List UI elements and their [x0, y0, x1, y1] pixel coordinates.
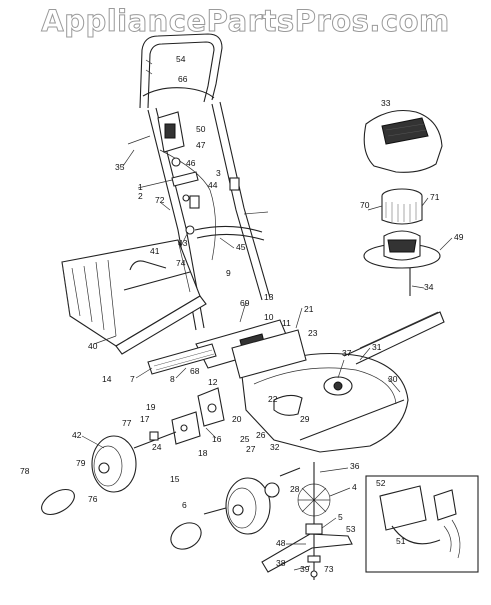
inset-detail [365, 475, 479, 573]
callout-21: 21 [304, 304, 314, 314]
callout-39: 39 [300, 564, 310, 574]
callout-77: 77 [122, 418, 132, 428]
callout-16: 16 [212, 434, 222, 444]
callout-41: 41 [150, 246, 160, 256]
callout-53: 53 [346, 524, 356, 534]
callout-5: 5 [338, 512, 343, 522]
callout-38: 38 [276, 558, 286, 568]
wheel-front-left [225, 477, 271, 535]
callout-13: 13 [264, 292, 274, 302]
left-axle-bracket [171, 387, 225, 445]
callout-23: 23 [308, 328, 318, 338]
callout-1: 1 [138, 182, 143, 192]
callout-32: 32 [270, 442, 280, 452]
leader-lines [81, 149, 453, 571]
mower-deck [241, 311, 445, 453]
callout-48: 48 [276, 538, 286, 548]
callout-15: 15 [170, 474, 180, 484]
callout-26: 26 [256, 430, 266, 440]
watermark-logo: AppliancePartsPros.com [41, 4, 450, 39]
callout-11: 11 [282, 318, 291, 328]
callout-22: 22 [268, 394, 278, 404]
callout-20: 20 [232, 414, 242, 424]
callout-47: 47 [196, 140, 206, 150]
callout-24: 24 [152, 442, 162, 452]
callout-19: 19 [146, 402, 156, 412]
callout-28: 28 [290, 484, 300, 494]
callout-35: 35 [115, 162, 125, 172]
wheel-hub-cap-front [170, 522, 202, 550]
callout-40: 40 [88, 341, 98, 351]
callout-78: 78 [20, 466, 30, 476]
wheel-rear-left [91, 435, 137, 493]
callout-73: 73 [324, 564, 334, 574]
callout-6: 6 [182, 500, 187, 510]
rear-flap [147, 319, 307, 379]
callout-51: 51 [396, 536, 406, 546]
callout-12: 12 [208, 377, 218, 387]
callout-69: 69 [240, 298, 250, 308]
handle-knobs [127, 135, 269, 241]
wheel-hub-cap-left [41, 488, 75, 516]
callout-9: 9 [226, 268, 231, 278]
callout-17: 17 [140, 414, 150, 424]
callout-10: 10 [264, 312, 274, 322]
callout-42: 42 [72, 430, 82, 440]
callout-33: 33 [381, 98, 391, 108]
callout-18: 18 [198, 448, 208, 458]
callout-52: 52 [376, 478, 386, 488]
callout-31: 31 [372, 342, 382, 352]
callout-45: 45 [236, 242, 246, 252]
motor-assembly [363, 188, 441, 296]
callout-8: 8 [170, 374, 175, 384]
callout-14: 14 [102, 374, 112, 384]
callout-29: 29 [300, 414, 310, 424]
callout-72: 72 [155, 195, 165, 205]
callout-44: 44 [208, 180, 218, 190]
blade-assembly [261, 462, 353, 580]
callout-66: 66 [178, 74, 188, 84]
callout-54: 54 [176, 54, 186, 64]
upper-handle [139, 33, 223, 109]
callout-27: 27 [246, 444, 256, 454]
callout-50: 50 [196, 124, 206, 134]
callout-36: 36 [350, 461, 360, 471]
callout-74: 74 [176, 258, 186, 268]
axle-small-parts [133, 431, 301, 515]
callout-2: 2 [138, 191, 143, 201]
callout-30: 30 [388, 374, 398, 384]
callout-71: 71 [430, 192, 440, 202]
callout-25: 25 [240, 434, 250, 444]
callout-34: 34 [424, 282, 434, 292]
engine-cover [363, 109, 443, 173]
callout-76: 76 [88, 494, 98, 504]
callout-37: 37 [342, 348, 352, 358]
callout-70: 70 [360, 200, 370, 210]
callout-49: 49 [454, 232, 464, 242]
callout-79: 79 [76, 458, 86, 468]
callout-46: 46 [186, 158, 196, 168]
callout-68: 68 [190, 366, 200, 376]
control-box [157, 111, 185, 167]
grass-catcher [61, 239, 207, 355]
callout-4: 4 [352, 482, 357, 492]
callout-7: 7 [130, 374, 135, 384]
callout-3: 3 [216, 168, 221, 178]
